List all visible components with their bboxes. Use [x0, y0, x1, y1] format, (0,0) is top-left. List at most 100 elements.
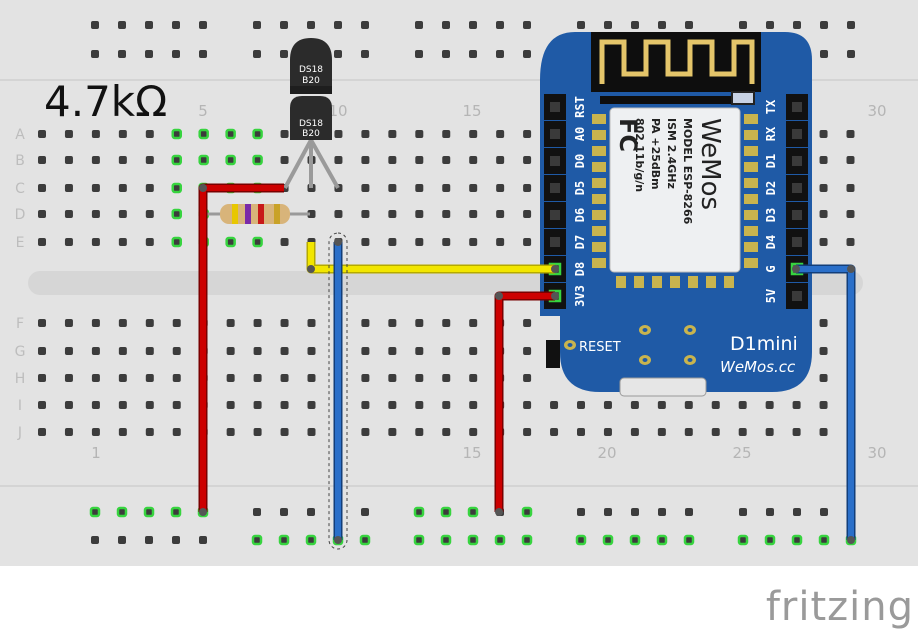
breadboard-hole — [469, 428, 478, 436]
breadboard-hole — [577, 401, 585, 409]
wire-end[interactable] — [847, 265, 855, 273]
left-pin-label: D0 — [573, 154, 587, 168]
breadboard-hole — [145, 130, 154, 138]
breadboard-hole — [64, 210, 73, 218]
wemos-d1-mini-board[interactable]: WeMos MODEL ESP-8266 ISM 2.4GHz PA +25dB… — [540, 32, 812, 397]
breadboard-hole — [226, 428, 235, 436]
breadboard-hole — [846, 156, 855, 164]
resistor-4k7[interactable] — [203, 204, 310, 224]
header-pin[interactable] — [792, 129, 802, 139]
breadboard-hole — [846, 130, 855, 138]
breadboard-hole — [118, 347, 127, 355]
breadboard-hole — [361, 130, 370, 138]
breadboard-hole — [253, 401, 262, 409]
breadboard-hole — [442, 184, 451, 192]
rail-hole — [143, 506, 155, 518]
rail-hole — [631, 21, 639, 29]
wire-end[interactable] — [551, 265, 559, 273]
module-pads-right — [744, 114, 758, 268]
breadboard-hole — [361, 319, 370, 327]
rail-hole — [116, 506, 128, 518]
breadboard-hole — [145, 184, 154, 192]
breadboard-hole — [145, 401, 154, 409]
breadboard-hole — [415, 210, 424, 218]
header-pin[interactable] — [550, 210, 560, 220]
rail-hole — [523, 50, 531, 58]
left-header-pins — [544, 94, 566, 309]
breadboard-hole — [819, 156, 828, 164]
wire-end[interactable] — [307, 265, 315, 273]
breadboard-hole — [225, 154, 236, 166]
rail-hole — [629, 534, 641, 546]
header-pin[interactable] — [550, 129, 560, 139]
breadboard-hole — [198, 128, 209, 140]
breadboard-hole — [684, 428, 693, 436]
breadboard-hole — [38, 319, 46, 327]
breadboard-hole — [280, 401, 289, 409]
left-pin-label: A0 — [573, 127, 587, 141]
row-label: H — [15, 371, 26, 387]
breadboard-hole — [118, 374, 127, 382]
breadboard-hole — [550, 428, 559, 436]
row-label: A — [15, 127, 25, 143]
rail-hole — [415, 50, 423, 58]
header-pin[interactable] — [792, 237, 802, 247]
rail-hole — [791, 534, 803, 546]
header-pin[interactable] — [792, 102, 802, 112]
rail-hole — [91, 536, 99, 544]
right-pin-label: 5V — [764, 289, 778, 303]
wire-end[interactable] — [199, 184, 207, 192]
esp-module-shield — [609, 107, 741, 273]
ds18b20-sensor[interactable]: DS18 B20 DS18 B20 — [283, 38, 340, 189]
rail-hole — [820, 508, 828, 516]
header-pin[interactable] — [550, 102, 560, 112]
rail-hole — [737, 534, 749, 546]
sensor-label-line2: B20 — [302, 76, 320, 86]
wire-end[interactable] — [495, 508, 503, 516]
breadboard-hole — [145, 428, 154, 436]
wire-end[interactable] — [334, 238, 342, 246]
breadboard-hole — [603, 428, 612, 436]
breadboard-hole — [145, 374, 154, 382]
breadboard-hole — [792, 428, 801, 436]
breadboard-hole — [630, 401, 639, 409]
module-pads-left — [592, 114, 606, 268]
wire-end[interactable] — [199, 508, 207, 516]
reset-button[interactable] — [546, 340, 560, 368]
rail-hole — [766, 21, 774, 29]
header-pin[interactable] — [792, 210, 802, 220]
wire-end[interactable] — [495, 292, 503, 300]
header-pin[interactable] — [792, 156, 802, 166]
breadboard-hole — [388, 130, 397, 138]
header-pin[interactable] — [792, 183, 802, 193]
breadboard-hole — [172, 374, 181, 382]
module-line-3: PA +25dBm — [649, 118, 662, 190]
breadboard-hole — [657, 428, 666, 436]
wire-end[interactable] — [847, 536, 855, 544]
breadboard-hole — [171, 154, 182, 166]
breadboard-hole — [442, 210, 451, 218]
rail-hole — [91, 50, 99, 58]
breadboard-hole — [603, 401, 612, 409]
header-pin[interactable] — [550, 183, 560, 193]
breadboard-hole — [38, 156, 46, 164]
breadboard-hole — [38, 428, 46, 436]
breadboard-hole — [469, 401, 478, 409]
header-pin[interactable] — [550, 156, 560, 166]
breadboard-hole — [118, 428, 127, 436]
breadboard-hole — [469, 374, 478, 382]
header-pin[interactable] — [550, 237, 560, 247]
rail-hole — [847, 21, 855, 29]
led-indicator — [731, 91, 755, 105]
wire-end[interactable] — [792, 265, 800, 273]
header-pin[interactable] — [792, 291, 802, 301]
breadboard-hole — [469, 156, 478, 164]
breadboard-hole — [496, 130, 505, 138]
breadboard-hole — [118, 156, 127, 164]
wire-end[interactable] — [334, 536, 342, 544]
rail-hole — [739, 21, 747, 29]
breadboard-hole — [523, 156, 532, 164]
wire-end[interactable] — [551, 292, 559, 300]
rail-hole — [199, 536, 207, 544]
